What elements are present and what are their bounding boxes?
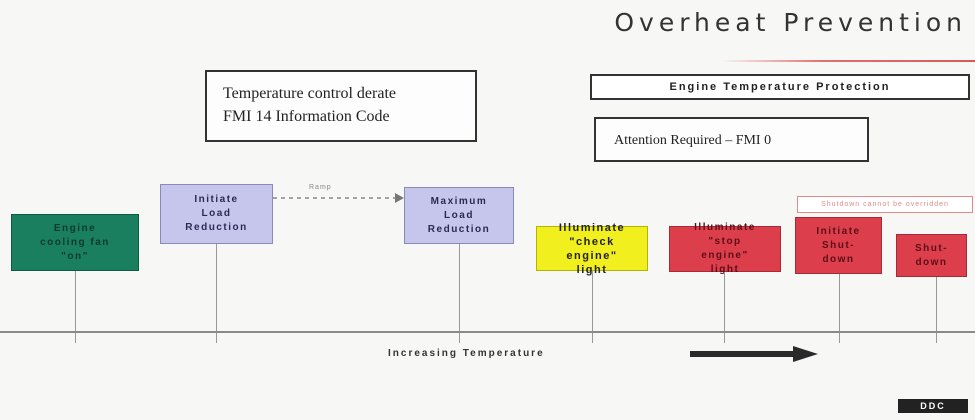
stage-stop-engine-light: Illuminate "stop engine" light	[669, 222, 781, 275]
ramp-label: Ramp	[309, 184, 332, 191]
derate-line-1: Temperature control derate	[223, 85, 397, 102]
ramp-arrow	[273, 193, 404, 203]
shutdown-override-label: Shutdown cannot be overridden	[797, 196, 973, 213]
timeline-tick	[216, 244, 217, 343]
ddc-logo: DDC	[898, 399, 968, 413]
engine-protection-header: Engine Temperature Protection	[590, 74, 970, 100]
stage-initiate-shutdown: Initiate Shut- down	[795, 217, 882, 274]
derate-info-box: Temperature control derate FMI 14 Inform…	[205, 70, 477, 142]
attention-required-box: Attention Required – FMI 0	[594, 117, 869, 162]
temperature-axis	[0, 331, 975, 333]
temperature-arrow	[690, 346, 818, 362]
timeline-tick	[75, 271, 76, 343]
stage-shutdown: Shut- down	[896, 234, 967, 277]
page-title: Overheat Prevention	[614, 8, 967, 37]
stage-maximum-load-reduction: Maximum Load Reduction	[404, 187, 514, 244]
timeline-tick	[724, 272, 725, 343]
stage-cooling-fan: Engine cooling fan "on"	[11, 214, 139, 271]
title-underline	[720, 60, 975, 62]
derate-line-2: FMI 14 Information Code	[223, 108, 390, 125]
stage-initiate-load-reduction: Initiate Load Reduction	[160, 184, 273, 244]
timeline-tick	[936, 277, 937, 343]
axis-label: Increasing Temperature	[388, 348, 545, 359]
stage-check-engine-light: Illuminate "check engine" light	[536, 222, 648, 276]
timeline-tick	[459, 244, 460, 343]
timeline-tick	[592, 271, 593, 343]
timeline-tick	[839, 274, 840, 343]
